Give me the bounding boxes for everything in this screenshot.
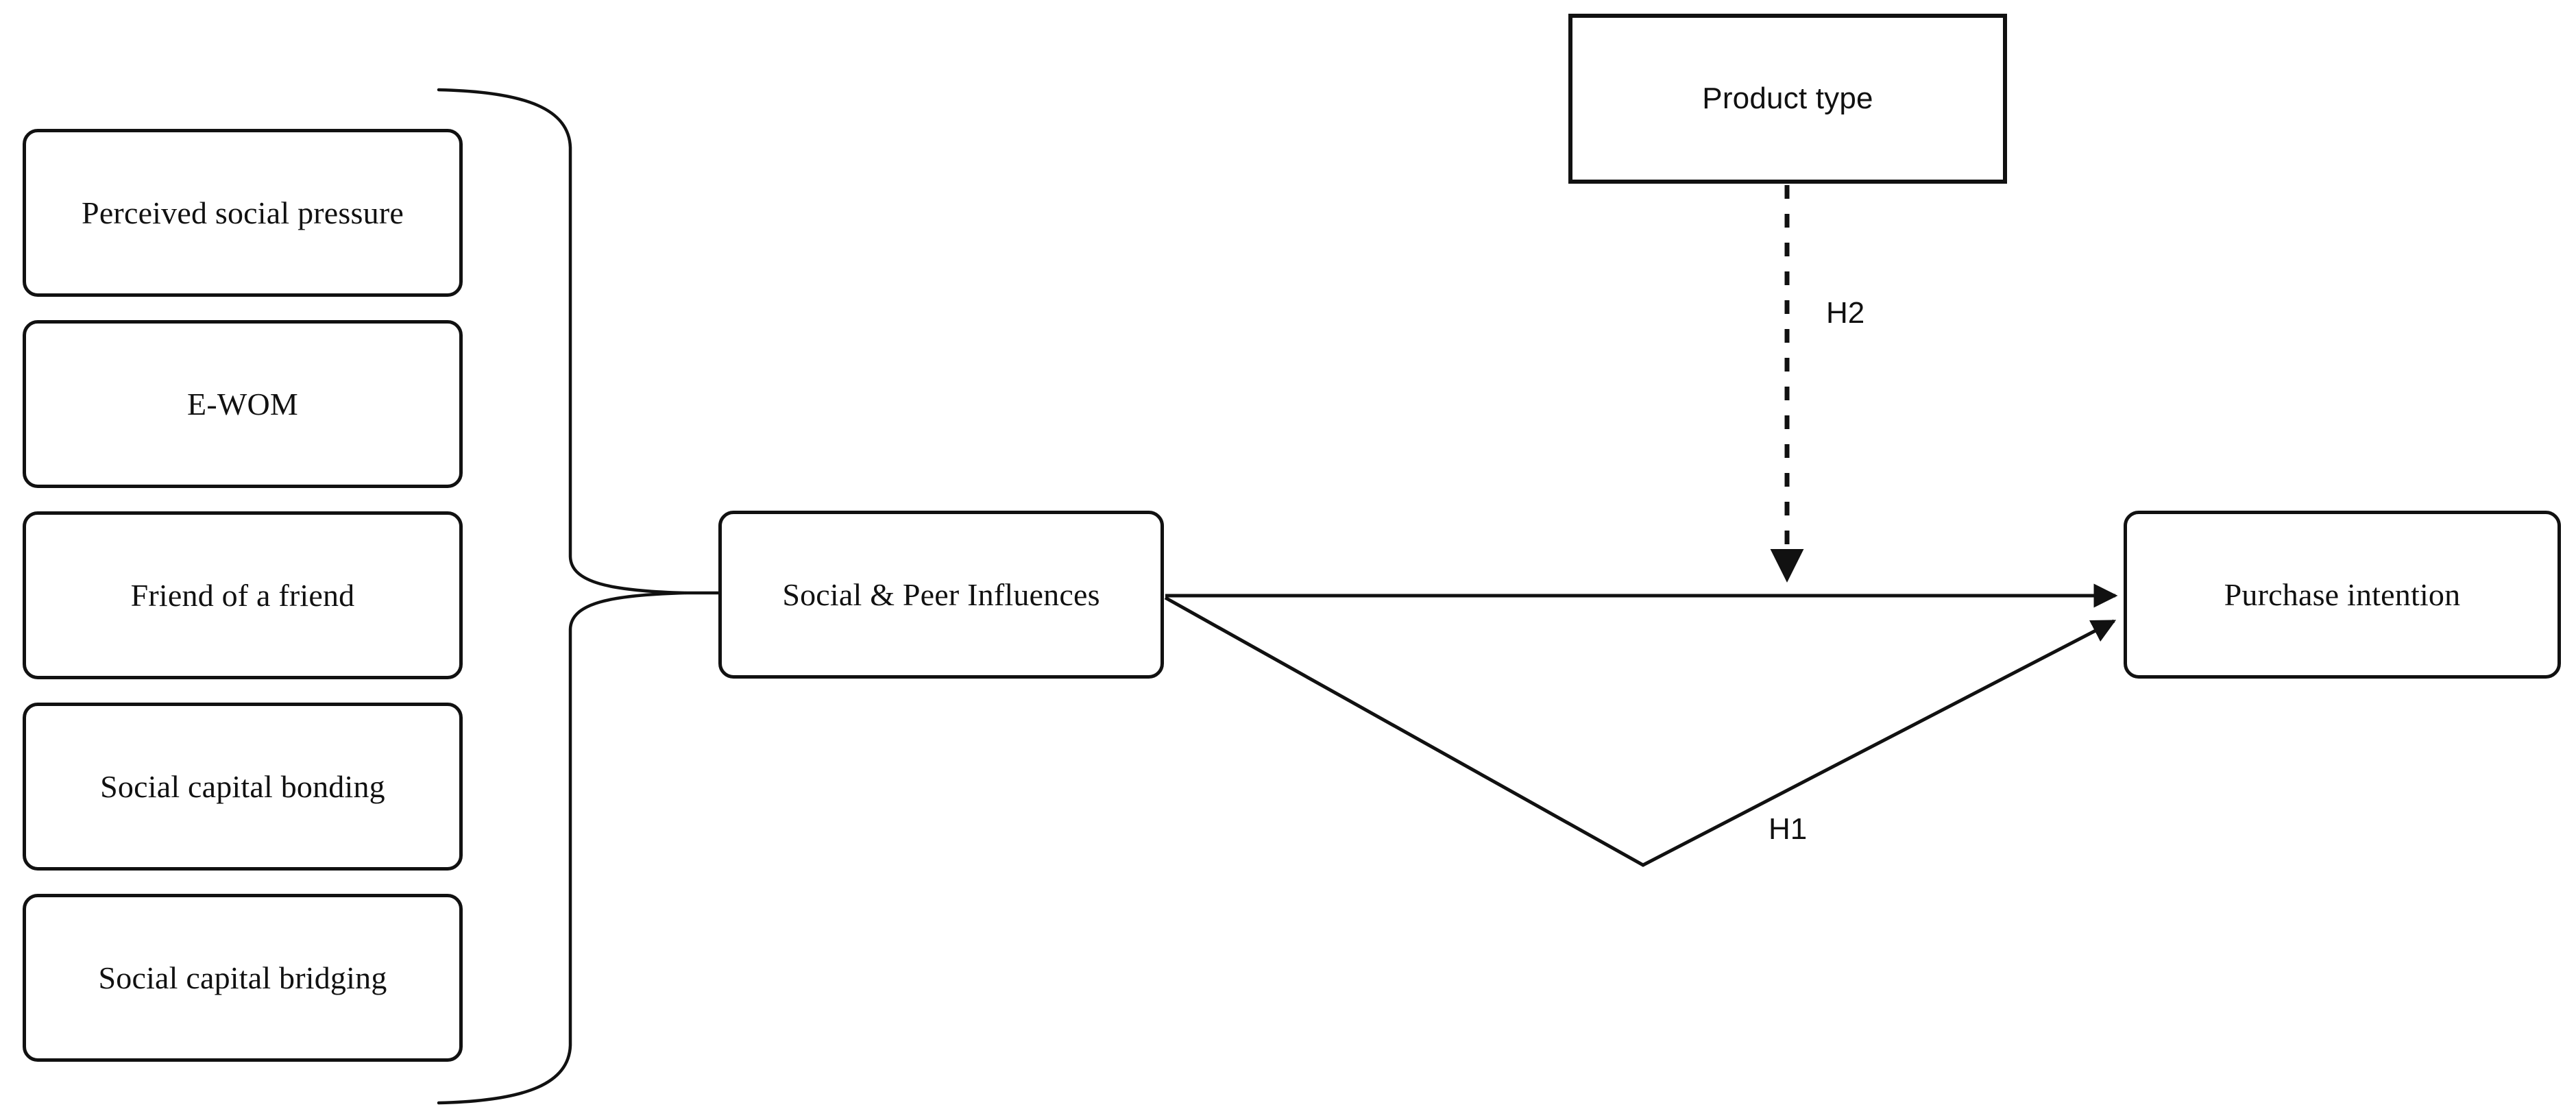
antecedent-label: Social capital bonding [100, 768, 385, 804]
antecedent-label: Social capital bridging [98, 960, 387, 995]
edge-h1 [1164, 596, 2117, 867]
mediator-label: Social & Peer Influences [782, 576, 1100, 612]
antecedent-box-ewom[interactable]: E-WOM [23, 320, 463, 488]
antecedent-box-perceived-social-pressure[interactable]: Perceived social pressure [23, 129, 463, 297]
edge-label-h2: H2 [1826, 296, 1865, 330]
antecedent-label: E-WOM [187, 386, 298, 422]
curly-brace-icon [437, 88, 688, 1105]
antecedent-label: Perceived social pressure [82, 195, 404, 230]
antecedent-label: Friend of a friend [130, 577, 355, 613]
moderator-box-product-type[interactable]: Product type [1568, 14, 2007, 184]
edge-label-h1: H1 [1769, 812, 1808, 846]
moderator-label: Product type [1702, 81, 1873, 115]
antecedent-box-social-capital-bridging[interactable]: Social capital bridging [23, 894, 463, 1062]
mediator-box-social-peer-influences[interactable]: Social & Peer Influences [718, 511, 1164, 679]
outcome-box-purchase-intention[interactable]: Purchase intention [2124, 511, 2561, 679]
antecedent-box-social-capital-bonding[interactable]: Social capital bonding [23, 703, 463, 871]
outcome-label: Purchase intention [2224, 576, 2461, 612]
antecedent-box-friend-of-a-friend[interactable]: Friend of a friend [23, 511, 463, 679]
